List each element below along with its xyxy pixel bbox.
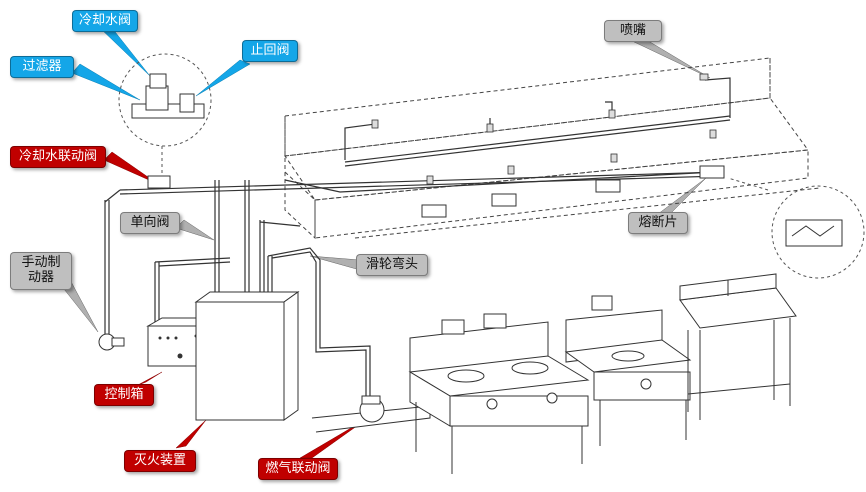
callout-gas-linkage-valve: 燃气联动阀 (258, 458, 338, 480)
suppression-cabinet (194, 291, 300, 421)
callout-nozzle: 喷嘴 (604, 20, 662, 42)
callout-pulley-elbow: 滑轮弯头 (356, 254, 428, 276)
nozzles (371, 73, 717, 185)
manual-actuator-device (98, 333, 125, 351)
callout-fusible-link: 熔断片 (628, 212, 688, 234)
callout-fire-suppression-unit: 灭火装置 (124, 450, 196, 472)
sink-table (679, 273, 797, 420)
callout-filter: 过滤器 (10, 56, 74, 78)
double-burner-stove (408, 313, 590, 474)
fusible-link-brackets (421, 165, 725, 218)
valve-detail (118, 53, 212, 189)
callout-manual-actuator: 手动制 动器 (10, 252, 72, 290)
fusible-link-detail (727, 177, 865, 279)
callout-cooling-water-valve: 冷却水阀 (72, 10, 138, 32)
single-burner-stove (564, 295, 692, 446)
callout-one-way-valve: 单向阀 (120, 212, 180, 234)
callout-check-valve: 止回阀 (242, 40, 298, 62)
callout-cooling-water-linkage-valve: 冷却水联动阀 (10, 146, 106, 168)
exhaust-hood (284, 57, 821, 240)
pipe-network (104, 77, 731, 400)
callout-control-box: 控制箱 (94, 384, 154, 406)
